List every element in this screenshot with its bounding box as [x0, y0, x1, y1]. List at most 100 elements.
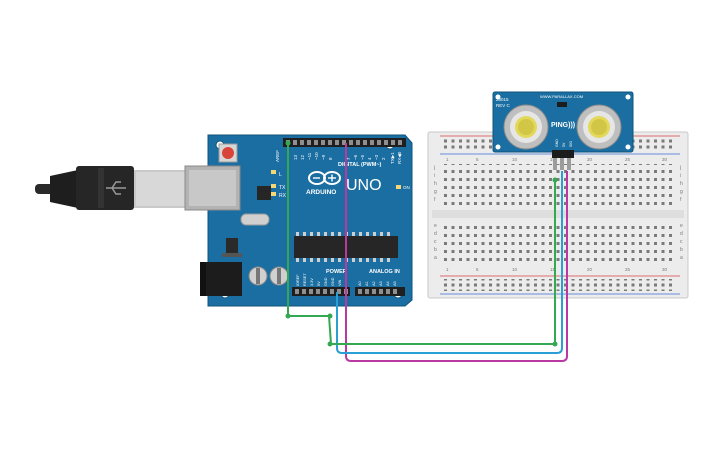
row-letter-b: b [434, 247, 437, 253]
digital-pin-labels: 13 12 ~11 ~10 ~9 8 7 ~6 ~5 4 ~3 2 TX▶1 R… [293, 151, 402, 164]
row-letter-j: j [433, 165, 435, 171]
column-number-10: 10 [512, 157, 518, 162]
ultrasonic-transducer-left [503, 104, 549, 150]
column-number-20-bottom: 20 [587, 267, 593, 272]
digital-pwm-label: DIGITAL (PWM~) [338, 162, 382, 168]
digital-pin-5: ~5 [360, 154, 365, 160]
usb-cable[interactable] [35, 166, 192, 210]
column-number-25-bottom: 25 [625, 267, 631, 272]
pin-label-5v: 5V [317, 281, 321, 286]
row-letter-g: g [434, 189, 437, 195]
usb-logo-icon [106, 181, 126, 195]
pin-label-vin: VIN [338, 279, 342, 286]
tx1-pin-label: TX▶1 [390, 152, 395, 164]
row-letter-i: i [434, 173, 435, 179]
digital-header[interactable] [283, 138, 406, 147]
ping-ultrasonic-sensor[interactable]: 28015 REV C WWW.PARALLAX.COM PING))) GND… [492, 91, 634, 170]
digital-pin-8: 8 [328, 157, 333, 160]
column-number-30: 30 [662, 157, 668, 162]
pin-label-3v3: 3.3V [310, 278, 314, 286]
terminal-strip-top[interactable] [444, 164, 676, 206]
row-letter-f-right: f [680, 197, 682, 203]
pin-label-a1: A1 [365, 281, 369, 286]
pin-label-a5: A5 [393, 281, 397, 286]
power-analog-header[interactable] [292, 287, 405, 296]
row-letter-e-right: e [680, 223, 683, 229]
digital-pin-9: ~9 [321, 154, 326, 160]
tx-label: TX [279, 185, 286, 191]
column-number-25: 25 [625, 157, 631, 162]
power-label: POWER [326, 269, 347, 275]
terminal-strip-bottom[interactable] [444, 222, 676, 264]
rx0-pin-label: RX◀0 [397, 151, 402, 164]
row-letter-c-right: c [680, 239, 683, 245]
digital-pin-6: ~6 [353, 154, 358, 160]
row-letter-a-right: a [680, 255, 683, 261]
sensor-pin-5v: 5V [562, 142, 566, 147]
digital-pin-12: 12 [300, 154, 305, 160]
row-letter-f: f [434, 197, 436, 203]
digital-pin-11: ~11 [307, 152, 312, 160]
row-letter-j-right: j [679, 165, 681, 171]
row-letter-g-right: g [680, 189, 683, 195]
digital-pin-10: ~10 [314, 152, 319, 160]
pin-label-reset: RESET [303, 273, 307, 286]
sensor-revision: REV C [496, 103, 511, 108]
row-letter-b-right: b [680, 247, 683, 253]
column-number-1: 1 [446, 157, 449, 162]
wire-junctions [285, 140, 558, 347]
arduino-uno-board[interactable]: AREF L TX RX 13 12 ~11 ~10 ~9 8 7 ~6 ~5 … [184, 134, 413, 307]
row-letter-e: e [434, 223, 437, 229]
ground-wire[interactable] [345, 143, 568, 362]
digital-pin-13: 13 [293, 154, 298, 160]
sensor-part-number: 28015 [496, 97, 509, 102]
column-number-15-bottom: 15 [550, 267, 556, 272]
analog-pin-labels: A0 A1 A2 A3 A4 A5 [358, 281, 397, 286]
arduino-logo-icon [308, 171, 341, 185]
column-number-15: 15 [550, 157, 556, 162]
column-number-5-bottom: 5 [476, 267, 479, 272]
arduino-brand-label: ARDUINO [306, 189, 336, 196]
sensor-name: PING))) [551, 122, 575, 129]
led-l-label: L [279, 172, 282, 178]
signal-wire[interactable] [287, 143, 556, 345]
sensor-website: WWW.PARALLAX.COM [540, 94, 583, 99]
pin-label-gnd-2: GND [331, 277, 335, 286]
on-led-label: ON [403, 185, 410, 190]
row-letter-h: h [434, 181, 437, 187]
arduino-model-label: UNO [346, 177, 382, 194]
sensor-pin-sig: SIG [569, 141, 573, 147]
pin-label-ioref: IOREF [296, 274, 300, 286]
power-pin-labels: IOREF RESET 3.3V 5V GND GND VIN [296, 273, 342, 286]
sensor-pin-gnd: GND [555, 139, 559, 147]
row-letter-a: a [434, 255, 437, 261]
sensor-pin-header[interactable] [552, 150, 574, 170]
row-letter-c: c [434, 239, 437, 245]
pin-label-a4: A4 [386, 281, 390, 286]
row-letter-d: d [434, 231, 437, 237]
aref-label: AREF [275, 150, 280, 162]
analog-in-label: ANALOG IN [369, 269, 400, 275]
digital-pin-2: 2 [381, 157, 386, 160]
column-number-10-bottom: 10 [512, 267, 518, 272]
column-number-1-bottom: 1 [446, 267, 449, 272]
column-number-30-bottom: 30 [662, 267, 668, 272]
row-letter-d-right: d [680, 231, 683, 237]
column-number-5: 5 [476, 157, 479, 162]
pin-label-a0: A0 [358, 281, 362, 286]
row-letter-i-right: i [680, 173, 681, 179]
ultrasonic-transducer-right [576, 104, 622, 150]
pin-label-gnd-1: GND [324, 277, 328, 286]
pin-label-a2: A2 [372, 281, 376, 286]
power-jack[interactable] [200, 262, 242, 296]
bottom-power-rail[interactable] [444, 279, 676, 291]
rx-label: RX [279, 193, 287, 199]
digital-pin-7: 7 [346, 157, 351, 160]
reset-button[interactable] [218, 143, 238, 163]
power-5v-wire[interactable] [336, 171, 563, 354]
digital-pin-4: 4 [367, 157, 372, 160]
column-number-20: 20 [587, 157, 593, 162]
digital-pin-3: ~3 [374, 154, 379, 160]
pin-label-a3: A3 [379, 281, 383, 286]
